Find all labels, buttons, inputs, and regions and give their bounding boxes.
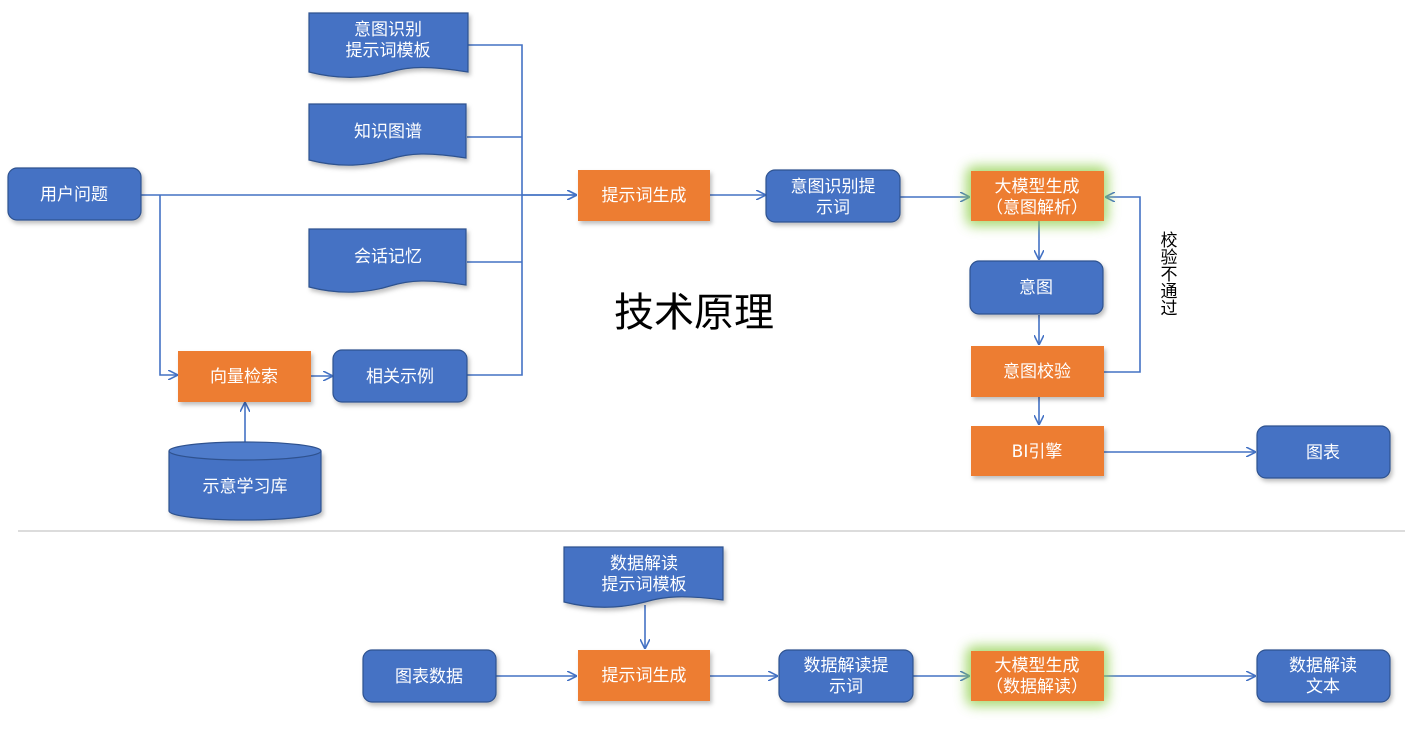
- box-data-prompt-label: 数据解读提示词: [804, 656, 889, 697]
- box-related-examples: 相关示例: [332, 349, 468, 403]
- box-llm-intent-label: 大模型生成（意图解析）: [986, 177, 1088, 218]
- node-label-line: 图表数据: [395, 667, 463, 687]
- node-label-line: 大模型生成: [995, 656, 1080, 676]
- check-failed-label: 校验不通过: [1161, 231, 1178, 319]
- doc-knowledge-graph: 知识图谱: [308, 103, 467, 166]
- box-prompt-gen-bottom-label: 提示词生成: [602, 666, 687, 686]
- box-prompt-gen-top: 提示词生成: [578, 170, 710, 221]
- node-label-line: 提示词模板: [346, 41, 431, 61]
- box-llm-data-label: 大模型生成（数据解读）: [986, 656, 1088, 697]
- box-intent: 意图: [969, 260, 1104, 315]
- box-vector-search: 向量检索: [178, 351, 311, 402]
- diagram-title: 技术原理: [614, 290, 774, 336]
- box-user-question: 用户问题: [7, 167, 142, 221]
- box-llm-intent: 大模型生成（意图解析）: [966, 166, 1108, 226]
- node-label-line: 数据解读: [1289, 656, 1357, 676]
- node-label-line: 提示词生成: [602, 666, 687, 686]
- doc-session-memory-label: 会话记忆: [354, 247, 422, 267]
- node-label-line: 意图识别提: [791, 177, 876, 197]
- node-label-line: （数据解读）: [986, 677, 1088, 697]
- box-prompt-gen-bottom: 提示词生成: [578, 650, 710, 701]
- box-intent-prompt: 意图识别提示词: [765, 169, 901, 223]
- node-label-line: 文本: [1306, 677, 1340, 697]
- box-vector-search-label: 向量检索: [210, 367, 278, 387]
- box-intent-check-label: 意图校验: [1003, 362, 1071, 382]
- node-label-line: 意图: [1019, 278, 1053, 298]
- node-label-line: 意图识别: [354, 20, 422, 40]
- node-label-line: 用户问题: [40, 185, 108, 205]
- node-label-line: BI引擎: [1012, 442, 1063, 462]
- node-label-line: （意图解析）: [986, 198, 1088, 218]
- box-chart: 图表: [1256, 425, 1391, 479]
- box-intent-check: 意图校验: [971, 346, 1104, 397]
- box-intent-prompt-label: 意图识别提示词: [791, 177, 876, 218]
- box-user-question-label: 用户问题: [40, 185, 108, 205]
- node-label-line: 示意学习库: [203, 477, 288, 497]
- box-bi-engine-label: BI引擎: [1012, 442, 1063, 462]
- node-label-line: 数据解读: [610, 554, 678, 574]
- node-label-line: 大模型生成: [995, 177, 1080, 197]
- box-related-examples-label: 相关示例: [366, 367, 434, 387]
- doc-data-template: 数据解读提示词模板: [563, 546, 724, 608]
- node-label-line: 图表: [1306, 443, 1340, 463]
- node-label-line: 示词: [829, 677, 863, 697]
- node-label-line: 提示词生成: [602, 186, 687, 206]
- doc-intent-template: 意图识别提示词模板: [308, 12, 469, 78]
- connectors-bottom: [496, 605, 1255, 676]
- db-example-library: 示意学习库: [168, 441, 322, 521]
- box-data-text-label: 数据解读文本: [1289, 656, 1357, 697]
- node-label-line: 会话记忆: [354, 247, 422, 267]
- doc-data-template-label: 数据解读提示词模板: [602, 554, 687, 595]
- node-label-line: 提示词模板: [602, 575, 687, 595]
- doc-session-memory: 会话记忆: [308, 228, 467, 293]
- doc-knowledge-graph-label: 知识图谱: [354, 122, 422, 142]
- box-intent-label: 意图: [1019, 278, 1053, 298]
- box-chart-data-label: 图表数据: [395, 667, 463, 687]
- node-label-line: 相关示例: [366, 367, 434, 387]
- node-label-line: 向量检索: [210, 367, 278, 387]
- node-label-line: 数据解读提: [804, 656, 889, 676]
- node-label-line: 示词: [816, 198, 850, 218]
- node-label-line: 意图校验: [1003, 362, 1071, 382]
- box-bi-engine: BI引擎: [971, 426, 1104, 476]
- connectors-top: [141, 44, 1255, 452]
- box-data-prompt: 数据解读提示词: [778, 649, 914, 703]
- db-example-library-label: 示意学习库: [203, 477, 288, 497]
- box-chart-label: 图表: [1306, 443, 1340, 463]
- box-data-text: 数据解读文本: [1256, 649, 1391, 703]
- box-chart-data: 图表数据: [362, 649, 497, 703]
- box-prompt-gen-top-label: 提示词生成: [602, 186, 687, 206]
- box-llm-data: 大模型生成（数据解读）: [966, 646, 1108, 706]
- node-label-line: 知识图谱: [354, 122, 422, 142]
- doc-intent-template-label: 意图识别提示词模板: [346, 20, 431, 61]
